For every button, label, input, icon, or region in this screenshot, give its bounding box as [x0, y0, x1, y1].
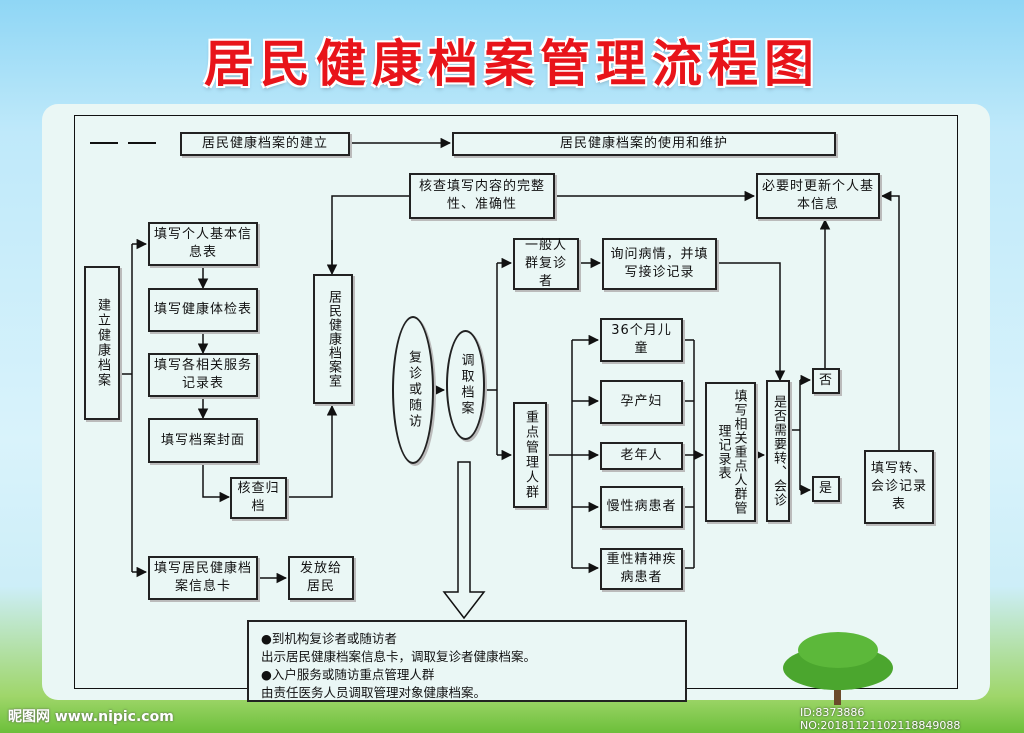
decision-no: 否 — [812, 368, 840, 394]
group-elderly: 老年人 — [600, 442, 683, 470]
general-revisit: 一般人群复诊者 — [513, 238, 579, 290]
note-line-3: ●入户服务或随访重点管理人群 — [261, 667, 435, 682]
group-mental: 重性精神疾病患者 — [600, 548, 683, 590]
key-management-group: 重点管理人群 — [513, 402, 547, 508]
fill-info-card: 填写居民健康档案信息卡 — [148, 556, 258, 600]
page-title: 居民健康档案管理流程图 — [204, 35, 820, 93]
referral-decision: 是否需要转、会诊 — [766, 380, 790, 522]
retrieve-record: 调取档案 — [446, 330, 485, 440]
group-children: 36个月儿童 — [600, 318, 683, 362]
instruction-note: ●到机构复诊者或随访者 出示居民健康档案信息卡，调取复诊者健康档案。 ●入户服务… — [247, 620, 687, 702]
step-personal-info: 填写个人基本信息表 — [148, 222, 258, 266]
step-health-exam: 填写健康体检表 — [148, 288, 258, 332]
note-line-4: 由责任医务人员调取管理对象健康档案。 — [261, 685, 487, 700]
watermark-site: 昵图网 www.nipic.com — [8, 709, 174, 725]
inquiry-record: 询问病情，并填写接诊记录 — [602, 238, 717, 290]
group-pregnant: 孕产妇 — [600, 380, 683, 424]
referral-form: 填写转、会诊记录表 — [864, 450, 934, 524]
fill-key-group-records: 填写相关重点人群管理记录表 — [705, 382, 756, 522]
check-archive: 核查归档 — [230, 477, 287, 519]
step-cover: 填写档案封面 — [148, 418, 258, 463]
establish-side-label: 建立健康档案 — [84, 266, 120, 420]
issue-to-resident: 发放给居民 — [288, 556, 354, 600]
note-line-2: 出示居民健康档案信息卡，调取复诊者健康档案。 — [261, 649, 537, 664]
verify-completeness: 核查填写内容的完整性、准确性 — [409, 173, 555, 219]
watermark-id: ID:8373886 NO:20181121102118849088 — [800, 706, 961, 732]
revisit-or-followup: 复诊或随访 — [392, 316, 434, 464]
step-service-records: 填写各相关服务记录表 — [148, 353, 258, 397]
archive-room: 居民健康档案室 — [313, 274, 353, 404]
group-chronic: 慢性病患者 — [600, 486, 683, 528]
decision-yes: 是 — [812, 476, 840, 502]
update-personal-info: 必要时更新个人基本信息 — [756, 173, 880, 219]
legend-stage-use: 居民健康档案的使用和维护 — [452, 132, 836, 156]
legend-stage-establish: 居民健康档案的建立 — [180, 132, 350, 156]
note-line-1: ●到机构复诊者或随访者 — [261, 631, 397, 646]
